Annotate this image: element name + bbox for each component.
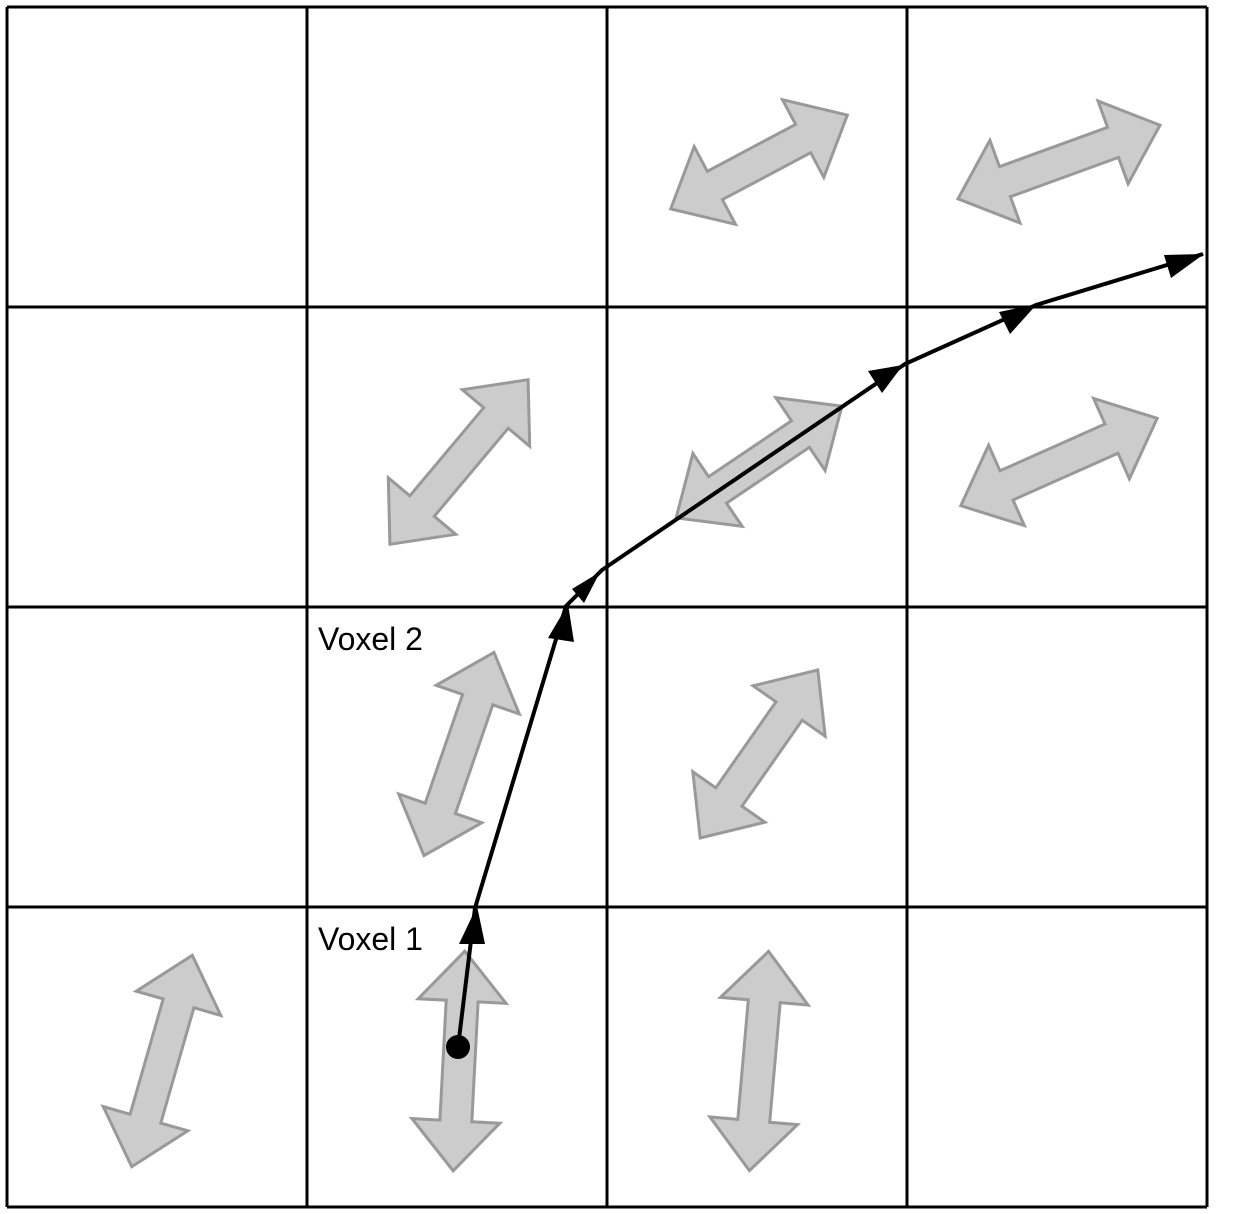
fiber-orientations [100, 97, 1163, 1174]
fiber-double-arrow [100, 953, 224, 1169]
fiber-double-arrow [706, 949, 812, 1173]
seed-point [446, 1035, 470, 1059]
fiber-double-arrow [408, 948, 510, 1174]
fiber-double-arrow [690, 668, 828, 840]
streamline-arrowhead [459, 906, 485, 944]
fiber-double-arrow [668, 97, 850, 227]
fiber-double-arrow [958, 395, 1160, 529]
streamline-arrowhead [548, 604, 574, 642]
fiber-double-arrow [396, 650, 522, 858]
fiber-double-arrow [386, 377, 532, 547]
streamline-arrowhead [1164, 254, 1204, 278]
streamline-path [456, 252, 1204, 1048]
streamline [446, 252, 1204, 1059]
streamline-arrowhead [572, 572, 600, 603]
voxel-2-label: Voxel 2 [318, 621, 423, 657]
voxel-grid [5, 5, 1209, 1209]
streamline-arrowhead [999, 304, 1037, 334]
fiber-double-arrow [955, 98, 1163, 226]
voxel-1-label: Voxel 1 [318, 921, 423, 957]
streamline-arrowhead [868, 365, 903, 393]
